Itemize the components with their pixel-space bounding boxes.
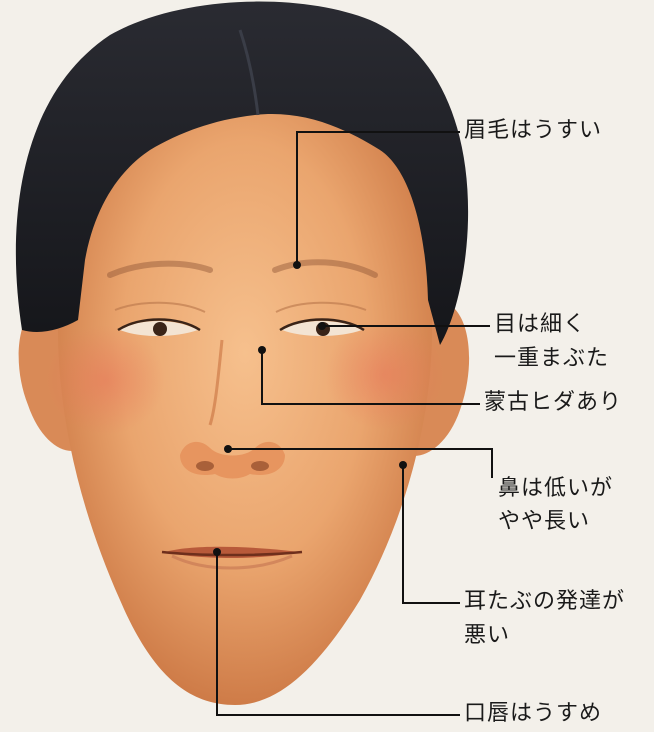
ear-label-line1: 耳たぶの発達が (464, 587, 625, 617)
ear-label-line2: 悪い (464, 621, 510, 651)
nose-label-line1: 鼻は低いが (498, 474, 613, 504)
eye-label-line2: 一重まぶた (494, 344, 609, 374)
ear-leader (403, 465, 460, 603)
left-cheek (45, 325, 165, 435)
lips-label: 口唇はうすめ (464, 699, 602, 729)
eyebrow-label: 眉毛はうすい (464, 116, 602, 146)
nose-label-line2: やや長い (498, 507, 590, 537)
eye-label-line1: 目は細く (494, 310, 586, 340)
epicanthus-label: 蒙古ヒダあり (484, 388, 622, 418)
right-cheek (325, 320, 445, 430)
